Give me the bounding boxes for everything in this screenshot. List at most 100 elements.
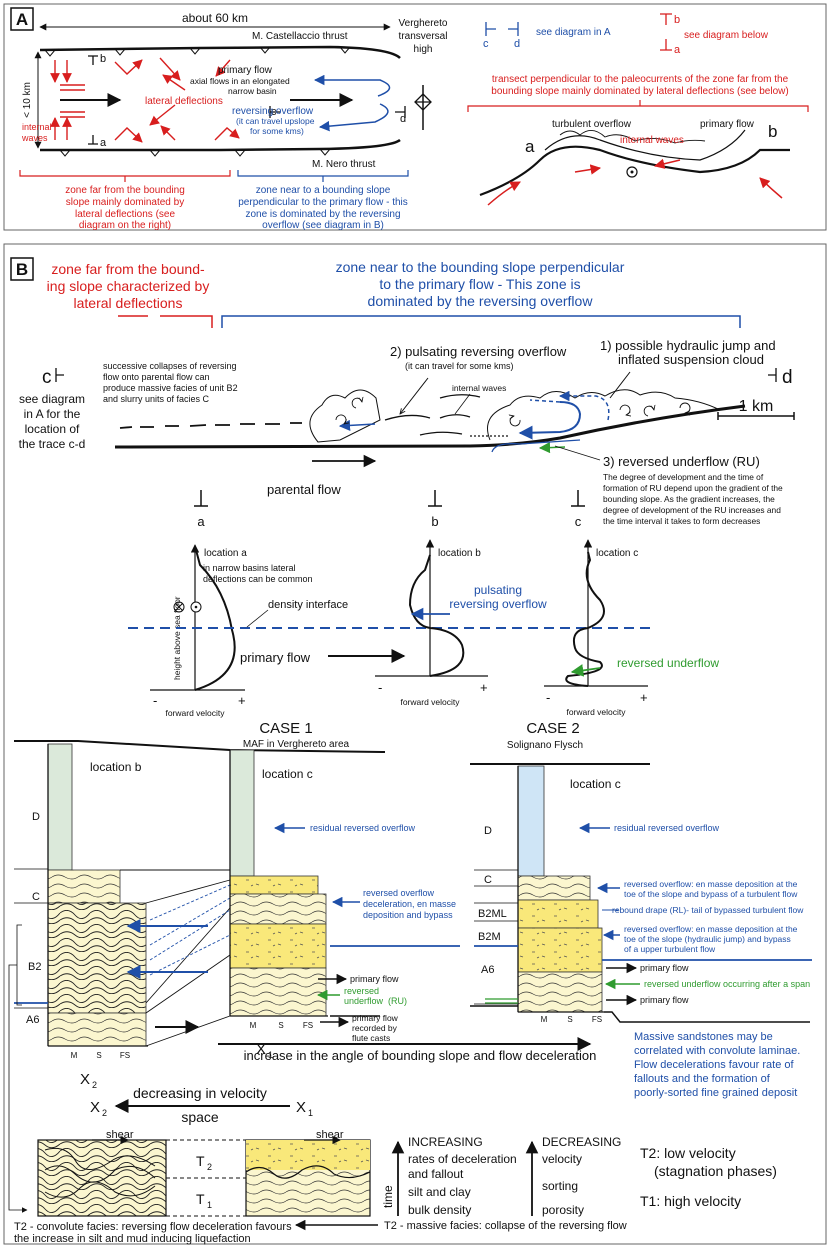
log-b-unit-d: D <box>32 811 40 823</box>
massive-note-5: poorly-sorted fine grained deposit <box>634 1087 797 1099</box>
t2-legend-2: (stagnation phases) <box>654 1163 777 1179</box>
primary-flow-line2: axial flows in an elongated <box>190 76 290 86</box>
log-b-slurry-c <box>47 869 121 904</box>
zone-near-line2: perpendicular to the primary flow - this <box>238 197 408 208</box>
reversing-overflow-loop <box>313 74 391 97</box>
height-axis-label: height above sea floor <box>172 596 182 680</box>
decreasing-title: DECREASING <box>542 1135 621 1149</box>
ru-text-5: the time interval it takes to form decre… <box>603 516 760 526</box>
loc-b-label: b <box>431 514 438 529</box>
log-b-a6 <box>47 1012 147 1047</box>
residual-label-2: residual reversed overflow <box>614 823 720 833</box>
density-waves-left <box>119 422 302 429</box>
nero-label: M. Nero thrust <box>312 159 376 170</box>
time-label: time <box>381 1185 395 1208</box>
zone-far-line2: slope mainly dominated by <box>66 197 184 208</box>
legend-a-label: a <box>674 44 681 56</box>
hydraulic-pointer <box>609 371 631 399</box>
massive-caption: T2 - massive facies: collapse of the rev… <box>384 1220 627 1232</box>
convolute-caption-1: T2 - convolute facies: reversing flow de… <box>14 1221 292 1233</box>
log-c1-grain-m: M <box>250 1021 257 1030</box>
scale-1km-label: 1 km <box>739 398 774 415</box>
suspension-cloud-outline <box>487 389 721 441</box>
case1-rev-line1: reversed overflow <box>363 888 435 898</box>
case2-rev1-line2: toe of the slope and bypass of a turbule… <box>624 889 798 899</box>
legend-cd-text: see diagram in A <box>536 27 611 38</box>
panel-b-label-box <box>10 257 34 281</box>
profile-c-minus: - <box>546 690 550 705</box>
legend-a-marker <box>660 39 672 51</box>
log-c2-grain-m: M <box>541 1015 548 1024</box>
convolute-folds <box>44 1147 156 1198</box>
log-c2-b2ml <box>517 899 599 929</box>
b-zone-far-line2: ing slope characterized by <box>47 278 210 294</box>
verghereto-line2: transversal <box>399 31 448 42</box>
b-d-marker <box>768 368 777 382</box>
log-b-grain-fs: FS <box>120 1051 130 1060</box>
legend-c-label: c <box>483 38 489 50</box>
lateral-label: lateral deflections <box>145 96 223 107</box>
transect-line1: transect perpendicular to the paleocurre… <box>492 74 789 85</box>
decreasing-velocity-label: decreasing in velocity <box>133 1085 267 1101</box>
parental-flow-label: parental flow <box>267 482 341 497</box>
case1-flute-line2: recorded by <box>352 1023 398 1033</box>
convolute-block <box>37 1139 167 1217</box>
log-c1-sand-mid <box>229 893 327 925</box>
location-b-label: location b <box>438 548 481 559</box>
collapses-line4: and slurry units of facies C <box>103 394 210 404</box>
b-c-label: c <box>42 367 52 388</box>
loc-c-marker <box>571 490 585 507</box>
t2-legend-1: T2: low velocity <box>640 1145 736 1161</box>
transect-iw-label: internal waves <box>620 135 684 146</box>
shear-label-2: shear <box>316 1129 344 1141</box>
b-zone-far-bracket <box>118 315 213 328</box>
log-c2-b2m <box>517 927 603 973</box>
log-c1-x1: X <box>256 1041 266 1058</box>
log-b-mud-d <box>47 743 73 871</box>
pulsating-title: 2) pulsating reversing overflow <box>390 344 567 359</box>
hydraulic-line1: 1) possible hydraulic jump and <box>600 338 776 353</box>
increase-label: increase in the angle of bounding slope … <box>244 1048 597 1063</box>
transect-turbulent-label: turbulent overflow <box>552 119 632 130</box>
narrow-line2: deflections can be common <box>203 574 313 584</box>
section-d-label: d <box>400 113 406 125</box>
space-x1: X <box>296 1099 306 1116</box>
legend-b-label: b <box>674 14 680 26</box>
t2-sub: 2 <box>207 1162 212 1172</box>
zone-far-bracket <box>19 170 231 182</box>
legend-d-label: d <box>514 38 520 50</box>
legend-b-marker <box>660 13 672 25</box>
increasing-1: rates of deceleration <box>408 1152 517 1166</box>
panel-a-label: A <box>16 10 28 29</box>
log-c2-a6 <box>517 971 603 1013</box>
log-c2-unit-c: C <box>484 874 492 886</box>
reversing-line1: reversing overflow <box>232 106 314 117</box>
log-c2-unit-b2ml: B2ML <box>478 908 507 920</box>
b-d-label: d <box>782 367 793 388</box>
ru-title: 3) reversed underflow (RU) <box>603 454 760 469</box>
shear-label-1: shear <box>106 1129 134 1141</box>
log-b-x2: X <box>80 1071 90 1088</box>
collapses-line3: produce massive facies of unit B2 <box>103 383 238 393</box>
case2-base-line <box>470 1005 810 1023</box>
increasing-4: bulk density <box>408 1203 471 1217</box>
profile-b-xlabel: forward velocity <box>400 697 460 707</box>
verghereto-line3: high <box>414 44 433 55</box>
legend-c-marker <box>485 22 496 36</box>
ru-text-1: The degree of development and the time o… <box>603 472 764 482</box>
loc-a-marker <box>194 490 208 507</box>
ru-pointer <box>554 445 601 461</box>
zone-far-line1: zone far from the bounding <box>65 185 185 196</box>
reversing-line2: (it can travel upslope <box>236 116 315 126</box>
transect-primary-label: primary flow <box>700 119 755 130</box>
collapses-line1: successive collapses of reversing <box>103 361 237 371</box>
decreasing-1: velocity <box>542 1152 582 1166</box>
case1-ru-line1: reversed <box>344 986 379 996</box>
case2-rev2-line2: toe of the slope (hydraulic jump) and by… <box>624 934 791 944</box>
collapses-line2: flow onto parental flow can <box>103 372 210 382</box>
primary-flow-title: primary flow <box>218 65 273 76</box>
massive-block-contact <box>245 1165 371 1179</box>
transect-a-label: a <box>525 137 535 156</box>
out-page-dot <box>194 605 198 609</box>
section-b-marker <box>88 55 98 65</box>
